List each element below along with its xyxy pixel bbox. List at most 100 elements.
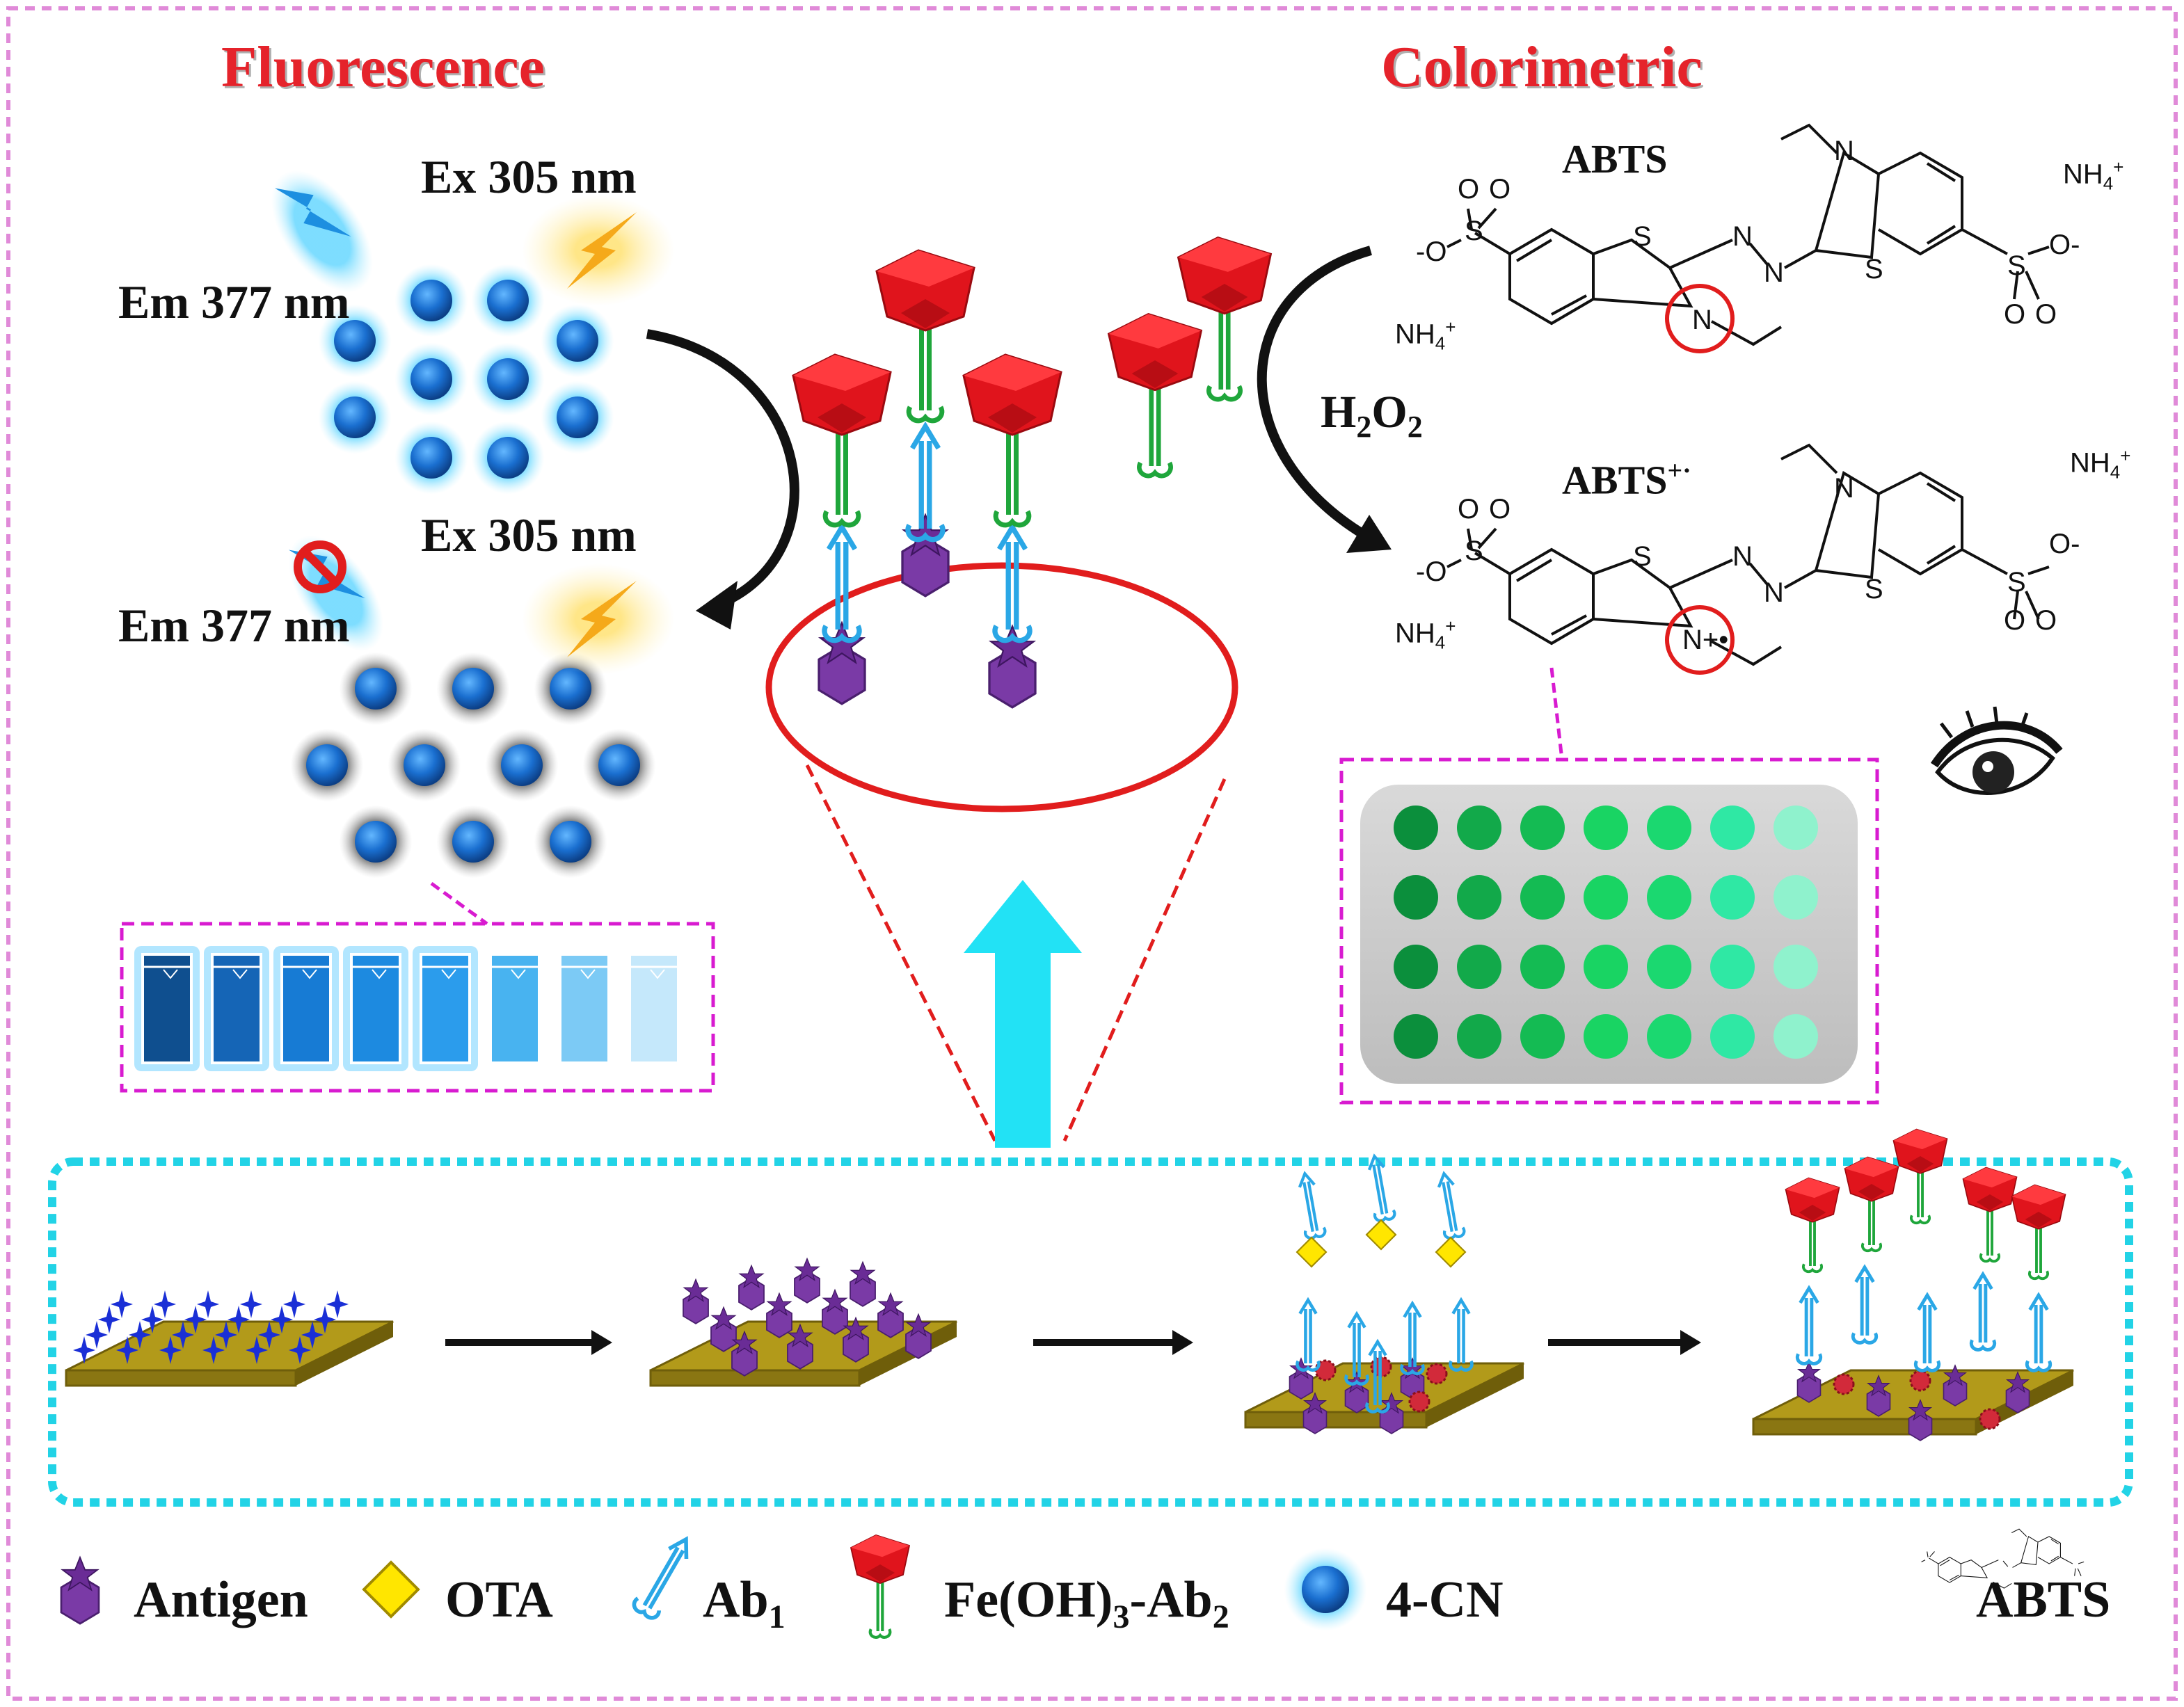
cuvette-body bbox=[350, 953, 401, 1064]
cuvette bbox=[343, 946, 408, 1071]
excitation-bolt-icon bbox=[522, 195, 675, 306]
coating-star bbox=[154, 1290, 176, 1318]
fe-oh3-cube-top bbox=[1108, 314, 1202, 348]
ab1-stem bbox=[1446, 1181, 1458, 1231]
ab1-icon bbox=[905, 421, 946, 543]
well bbox=[1710, 875, 1755, 920]
bead-core bbox=[306, 744, 348, 786]
fe-oh3-cube-top bbox=[1178, 237, 1271, 272]
fe-oh3-cube-tip bbox=[1976, 1194, 2004, 1211]
antigen-icon bbox=[1289, 1357, 1314, 1400]
antigen-body bbox=[1302, 1404, 1328, 1434]
ab1-arms bbox=[1365, 1402, 1390, 1413]
ab1-icon bbox=[2025, 1292, 2053, 1372]
ab2-stem bbox=[1218, 303, 1224, 390]
ab2-stem bbox=[843, 424, 848, 515]
bond bbox=[1474, 552, 1511, 575]
fe-oh3-cube-tip bbox=[1799, 1205, 1826, 1221]
antigen-icon bbox=[843, 1316, 869, 1363]
antigen-body bbox=[1344, 1383, 1369, 1413]
ab1-arms bbox=[1795, 1353, 1823, 1365]
workflow-arrow-head bbox=[591, 1330, 612, 1355]
blocking-agent bbox=[1426, 1363, 1448, 1385]
ab2-icon bbox=[1844, 1156, 1899, 1253]
bead bbox=[471, 421, 545, 495]
cuvette-mark bbox=[580, 969, 596, 979]
antigen-star bbox=[766, 1292, 792, 1316]
nitrogen-label: N bbox=[1764, 577, 1784, 608]
oxygen-label: O bbox=[2004, 299, 2026, 330]
ab1-stem bbox=[1928, 1305, 1932, 1363]
coating-star bbox=[73, 1336, 95, 1364]
ammonium-label: NH4+ bbox=[2070, 445, 2131, 483]
bead bbox=[290, 728, 364, 802]
ab2-stem bbox=[2035, 1223, 2038, 1273]
ab1-stem bbox=[1304, 1309, 1307, 1363]
ab1-stem bbox=[1462, 1309, 1465, 1363]
antigen-star bbox=[683, 1278, 709, 1302]
ab2-icon bbox=[1962, 1167, 2018, 1263]
ab1-stem bbox=[927, 441, 932, 529]
ab1-stem bbox=[1372, 1164, 1384, 1215]
cuvette-body bbox=[141, 953, 193, 1064]
ab2-arms bbox=[1206, 385, 1243, 402]
sulfur-label: S bbox=[1865, 254, 1883, 284]
bead bbox=[436, 805, 510, 879]
ab1-stem bbox=[1984, 1284, 1988, 1343]
ab2-stem bbox=[927, 320, 932, 410]
ab1-arms bbox=[1400, 1363, 1425, 1375]
bead-core bbox=[557, 320, 598, 362]
antigen-star bbox=[794, 1257, 820, 1281]
ota-diamond bbox=[362, 1560, 420, 1619]
fe-oh3-cube-top bbox=[1785, 1178, 1840, 1199]
antigen-star bbox=[988, 624, 1037, 668]
ab2-arms bbox=[1910, 1215, 1931, 1225]
ab1-stem bbox=[1014, 542, 1019, 630]
bead bbox=[471, 342, 545, 416]
well-plate-callout bbox=[1549, 667, 1564, 760]
bond bbox=[2013, 566, 2050, 620]
excitation-bolt-icon bbox=[522, 563, 675, 675]
plate-front bbox=[649, 1369, 861, 1387]
cuvette-callout bbox=[430, 881, 488, 926]
coating-star bbox=[141, 1306, 164, 1333]
well bbox=[1710, 1014, 1755, 1059]
bead-core bbox=[334, 396, 376, 438]
thiazole-ring bbox=[1814, 150, 1881, 259]
antigen-star bbox=[787, 1323, 813, 1347]
bond bbox=[1921, 1560, 1926, 1562]
ab1-icon bbox=[992, 522, 1033, 643]
ab1-stem bbox=[835, 542, 840, 630]
antigen-icon bbox=[60, 1555, 100, 1625]
coating-star bbox=[129, 1321, 151, 1349]
ab1-arms bbox=[1442, 1226, 1466, 1240]
oxygen-label: O bbox=[1458, 494, 1480, 524]
antigen-star bbox=[1866, 1375, 1891, 1397]
ab2-stem bbox=[1991, 1205, 1993, 1256]
well bbox=[1710, 806, 1755, 850]
ab1-tip bbox=[668, 1536, 689, 1560]
ab2-icon bbox=[875, 249, 975, 424]
well bbox=[1584, 945, 1628, 989]
sulfonate-oxygen-label: O- bbox=[2049, 230, 2080, 260]
workflow-arrow-head bbox=[1680, 1330, 1701, 1355]
antigen-star bbox=[1908, 1399, 1933, 1421]
antigen-icon bbox=[683, 1278, 709, 1324]
ab2-icon bbox=[2011, 1184, 2066, 1281]
h2o2-label: H2O2 bbox=[1321, 387, 1423, 444]
bond bbox=[1446, 559, 1462, 568]
fe-oh3-cube-tip bbox=[2025, 1212, 2053, 1228]
ab1-arms bbox=[1373, 1209, 1396, 1223]
oxygen-label: O bbox=[2035, 605, 2057, 636]
bond bbox=[2074, 1561, 2085, 1576]
ab2-icon bbox=[1177, 236, 1273, 402]
ab1-arms bbox=[1913, 1360, 1941, 1372]
cuvette bbox=[559, 953, 610, 1064]
ab1-stem bbox=[1865, 1277, 1870, 1336]
antigen-star bbox=[710, 1306, 737, 1330]
oxidation-arrow bbox=[1257, 246, 1380, 547]
nitrogen-label: N bbox=[1732, 221, 1753, 252]
cuvette-mark bbox=[302, 969, 317, 979]
well bbox=[1773, 875, 1818, 920]
workflow-panel bbox=[48, 1157, 2133, 1507]
